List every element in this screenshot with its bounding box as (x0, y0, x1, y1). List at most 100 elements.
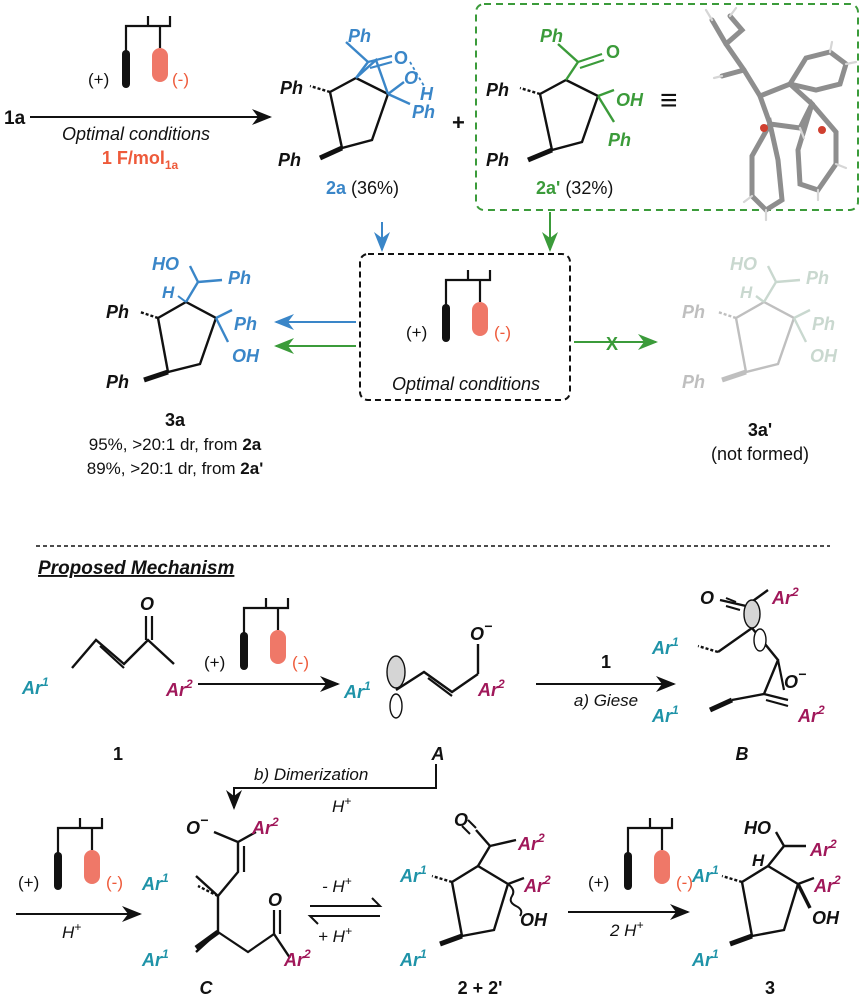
product-3ap: HO Ph H Ph Ph OH Ph (682, 254, 838, 392)
start-label-1a: 1a (4, 108, 26, 129)
anode-label: (+) (18, 873, 39, 892)
ar1-label: Ar1 (141, 947, 169, 970)
ph-label: Ph (608, 130, 631, 150)
dimerization-hplus: H+ (332, 794, 351, 816)
blocked-mark: X (606, 334, 618, 354)
yield-line-2: 89%, >20:1 dr, from 2a' (87, 459, 264, 478)
crystal-structure-image (704, 6, 858, 222)
label-C: C (200, 978, 214, 998)
ar2-label: Ar2 (283, 947, 311, 970)
ph-label: Ph (106, 302, 129, 322)
cell-icon-mech-1: (+) (-) (204, 596, 309, 672)
ar1-label: Ar1 (399, 947, 427, 970)
cell-icon-middle: (+) (-) (406, 268, 511, 344)
two-h-label: 2 H+ (609, 918, 643, 940)
label-3: 3 (765, 978, 775, 998)
ar2-label: Ar2 (165, 677, 193, 700)
mechanism-title: Proposed Mechanism (38, 558, 234, 579)
intermediate-B: O Ar2 O− Ar1 Ar1 Ar2 (651, 585, 825, 726)
ar1-label: Ar1 (141, 871, 169, 894)
not-formed-note: (not formed) (711, 444, 809, 464)
ph-label: Ph (280, 78, 303, 98)
anode-label: (+) (204, 653, 225, 672)
intermediate-A: O− Ar1 Ar2 (343, 618, 505, 719)
cathode-label: (-) (292, 653, 309, 672)
ar2-label: Ar2 (813, 873, 841, 896)
plus-sign: + (452, 110, 465, 135)
ph-label: Ph (682, 372, 705, 392)
ar2-label: Ar2 (797, 703, 825, 726)
label-2-2p: 2 + 2' (458, 978, 503, 998)
ph-label: Ph (348, 26, 371, 46)
equilibrium-forward (310, 897, 383, 907)
oh-label: OH (810, 346, 838, 366)
ar2-label: Ar2 (771, 585, 799, 608)
ar2-label: Ar2 (477, 677, 505, 700)
ph-label: Ph (228, 268, 251, 288)
h-label: H (752, 851, 765, 870)
ar1-label: Ar1 (343, 679, 371, 702)
product-2-2p: O Ar2 Ar1 Ar2 OH Ar1 (399, 810, 551, 970)
ph-label: Ph (682, 302, 705, 322)
cathode-label: (-) (676, 873, 693, 892)
highlight-box-2ap (475, 3, 859, 211)
dimerization-label: b) Dimerization (254, 765, 368, 784)
label-compound-1: 1 (113, 744, 123, 764)
middle-conditions-label: Optimal conditions (392, 374, 540, 394)
label-3a: 3a (165, 410, 186, 430)
o-label: O (454, 810, 468, 830)
o-anion-label: O− (470, 618, 492, 644)
ph-label: Ph (540, 26, 563, 46)
ph-label: Ph (412, 102, 435, 122)
ph-label: Ph (234, 314, 257, 334)
giese-reagent: 1 (601, 652, 611, 672)
ho-label: HO (744, 818, 771, 838)
o-anion-label: O− (784, 666, 806, 692)
label-3ap: 3a' (748, 420, 772, 440)
anode-label: (+) (588, 873, 609, 892)
o-label: O (394, 48, 408, 68)
ar1-label: Ar1 (651, 635, 679, 658)
plus-h-label: + H+ (318, 924, 352, 946)
cell-icon-mech-2: (+) (-) (18, 816, 123, 892)
top-conditions-label: Optimal conditions (62, 124, 210, 144)
ph-label: Ph (486, 150, 509, 170)
label-2ap: 2a' (32%) (536, 178, 613, 198)
o-label: O (700, 588, 714, 608)
arrow-A-to-C (226, 764, 437, 810)
label-2a: 2a (36%) (326, 178, 399, 198)
h-label: H (162, 283, 175, 302)
cathode-label: (-) (106, 873, 123, 892)
ar2-label: Ar2 (517, 831, 545, 854)
oh-label: OH (812, 908, 840, 928)
cell-icon-mech-3: (+) (-) (588, 816, 693, 892)
o-label: O (140, 594, 154, 614)
anode-label: (+) (406, 323, 427, 342)
ar1-label: Ar1 (691, 947, 719, 970)
conditions-box (359, 253, 571, 401)
ho-label: HO (152, 254, 179, 274)
substrate-1: O Ar1 Ar2 (21, 594, 193, 700)
o-label: O (606, 42, 620, 62)
product-2a: Ph O H O Ph Ph Ph 2a (36%) (278, 26, 435, 198)
product-2ap: Ph O Ph Ph OH Ph 2a' (32%) ≡ (486, 26, 678, 198)
ar2-label: Ar2 (251, 815, 279, 838)
label-B: B (736, 744, 749, 764)
ar1-label: Ar1 (691, 863, 719, 886)
ar1-label: Ar1 (21, 675, 49, 698)
ph-label: Ph (812, 314, 835, 334)
ar2-label: Ar2 (523, 873, 551, 896)
h-label: H (740, 283, 753, 302)
hplus-label: H+ (62, 920, 81, 942)
cathode-label: (-) (172, 70, 189, 89)
cathode-label: (-) (494, 323, 511, 342)
charge-label: 1 F/mol1a (102, 148, 179, 172)
product-3a: HO Ph H Ph Ph OH Ph (106, 254, 260, 392)
minus-h-label: - H+ (322, 874, 352, 896)
h-label: H (420, 84, 434, 104)
cell-icon-top: (+) (-) (88, 14, 189, 90)
ph-label: Ph (806, 268, 829, 288)
product-3: HO Ar2 H Ar1 Ar2 OH Ar1 (691, 818, 841, 970)
